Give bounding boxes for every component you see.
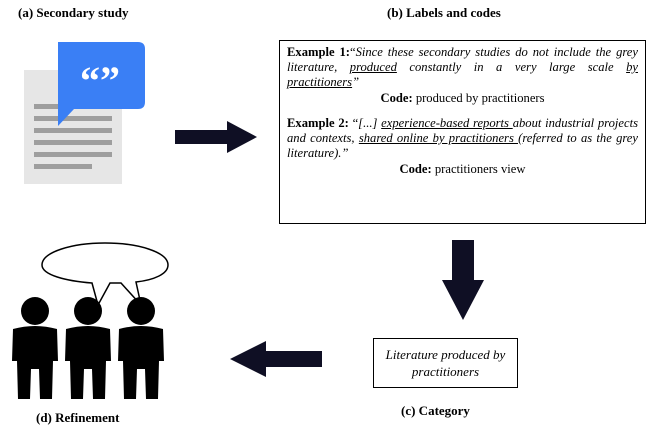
arrow-left-icon: [230, 341, 322, 377]
examples-box: Example 1:“Since these secondary studies…: [279, 40, 646, 224]
example-2-segment: shared online by practitioners (: [358, 131, 523, 145]
quote-bubble-icon: “”: [58, 42, 145, 126]
example-2-segment: about industrial projects and contexts,: [287, 116, 638, 145]
example-2-text: [...] experience-based reports about ind…: [287, 116, 638, 160]
example-1-text: Since these secondary studies do not inc…: [287, 45, 638, 89]
example-1-label: Example 1:: [287, 45, 350, 59]
heading-refinement: (d) Refinement: [36, 410, 120, 425]
person-icon: [118, 297, 164, 399]
example-2-segment: [...]: [358, 116, 382, 130]
example-1-quote: Example 1:“Since these secondary studies…: [287, 45, 638, 89]
arrow-down-icon: [442, 240, 484, 320]
example-1-segment: ”: [352, 75, 360, 89]
example-2-label: Example 2:: [287, 116, 349, 130]
document-quote-icon: “”: [24, 42, 145, 184]
example-2-code: Code: practitioners view: [399, 162, 526, 176]
example-1-segment: by practitioners: [287, 60, 638, 89]
category-text: Literature produced by practitioners: [385, 347, 506, 379]
heading-category: (c) Category: [401, 403, 470, 418]
example-2-segment: referred to as the grey literature).”: [287, 131, 638, 160]
example-2-segment: experience-based reports: [381, 116, 513, 130]
example-1-code-value: produced by practitioners: [412, 91, 545, 105]
example-1-code: Code: produced by practitioners: [380, 91, 545, 105]
heading-secondary-study: (a) Secondary study: [18, 5, 129, 20]
people-group-icon: [12, 297, 164, 399]
category-box: Literature produced by practitioners: [373, 338, 518, 388]
example-1-segment: produced: [349, 60, 397, 74]
heading-labels-and-codes: (b) Labels and codes: [387, 5, 501, 20]
example-1-segment: constantly in a very large scale: [396, 60, 627, 74]
person-icon: [12, 297, 58, 399]
example-2-quote: Example 2: “[...] experience-based repor…: [287, 116, 638, 160]
example-1-segment: Since these secondary studies do not inc…: [287, 45, 638, 74]
speech-bubble-icon: [41, 242, 169, 308]
quote-marks: “”: [80, 58, 120, 103]
arrow-right-icon: [175, 121, 257, 153]
person-icon: [65, 297, 111, 399]
example-2-code-value: practitioners view: [431, 162, 526, 176]
